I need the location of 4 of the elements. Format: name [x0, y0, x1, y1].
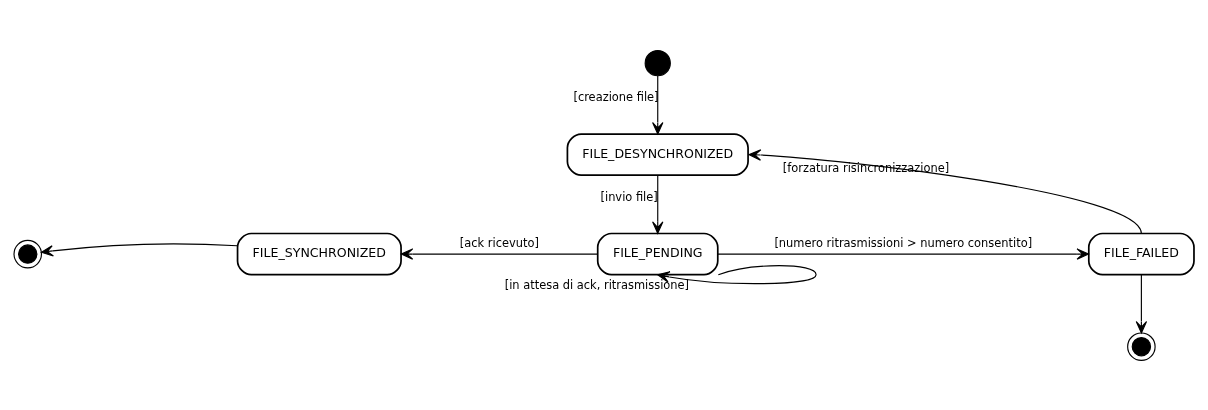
- edge-label: [ack ricevuto]: [459, 235, 539, 250]
- edge-label: [in attesa di ack, ritrasmissione]: [504, 277, 690, 292]
- edge-label: [numero ritrasmissioni > numero consentito]: [774, 235, 1033, 250]
- edge-label: [invio file]: [600, 189, 658, 204]
